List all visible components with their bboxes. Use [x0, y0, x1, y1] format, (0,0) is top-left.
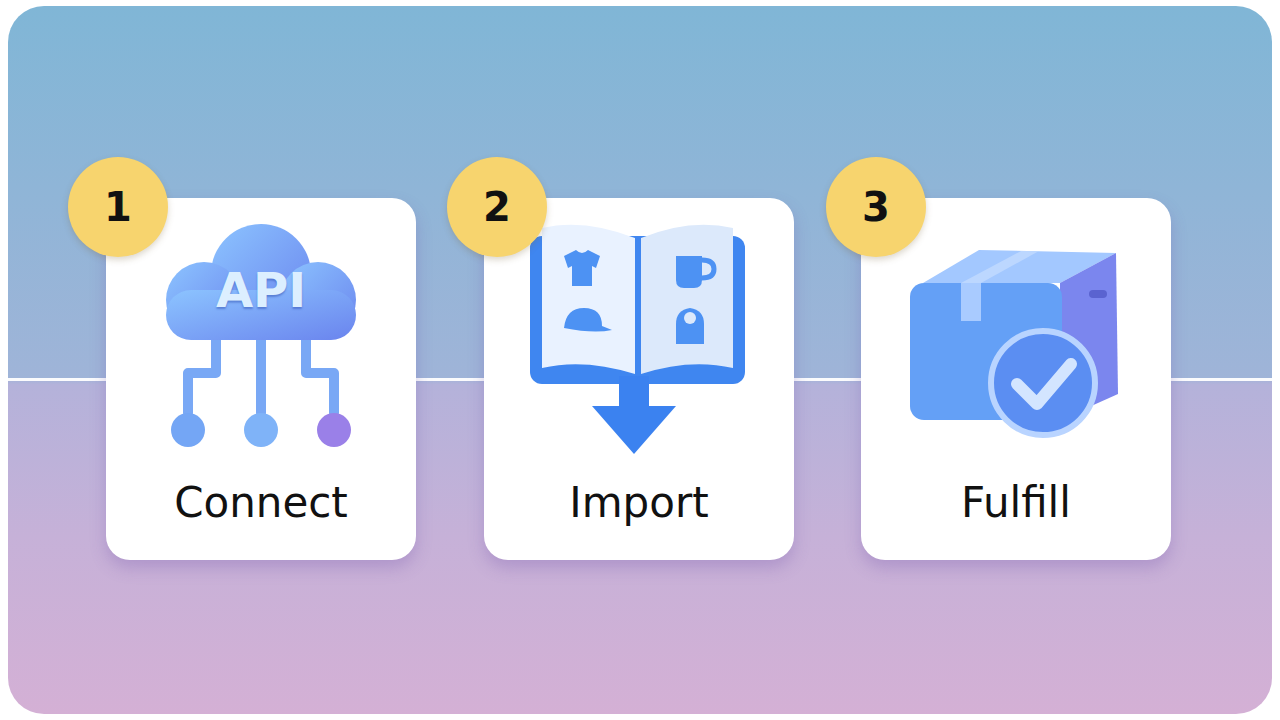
step-number-badge: 2: [447, 157, 547, 257]
step-label: Import: [569, 480, 708, 526]
step-number-badge: 1: [68, 157, 168, 257]
step-card: Connect API: [106, 198, 416, 560]
step-label: Fulfill: [961, 480, 1071, 526]
step-card: Import: [484, 198, 794, 560]
step-label: Connect: [174, 480, 348, 526]
step-card: Fulfill: [861, 198, 1171, 560]
step-number: 1: [104, 187, 132, 227]
step-number-badge: 3: [826, 157, 926, 257]
api-label: API: [216, 266, 306, 314]
step-number: 2: [483, 187, 511, 227]
gradient-background: 1 Connect API 2: [8, 6, 1272, 714]
step-number: 3: [862, 187, 890, 227]
